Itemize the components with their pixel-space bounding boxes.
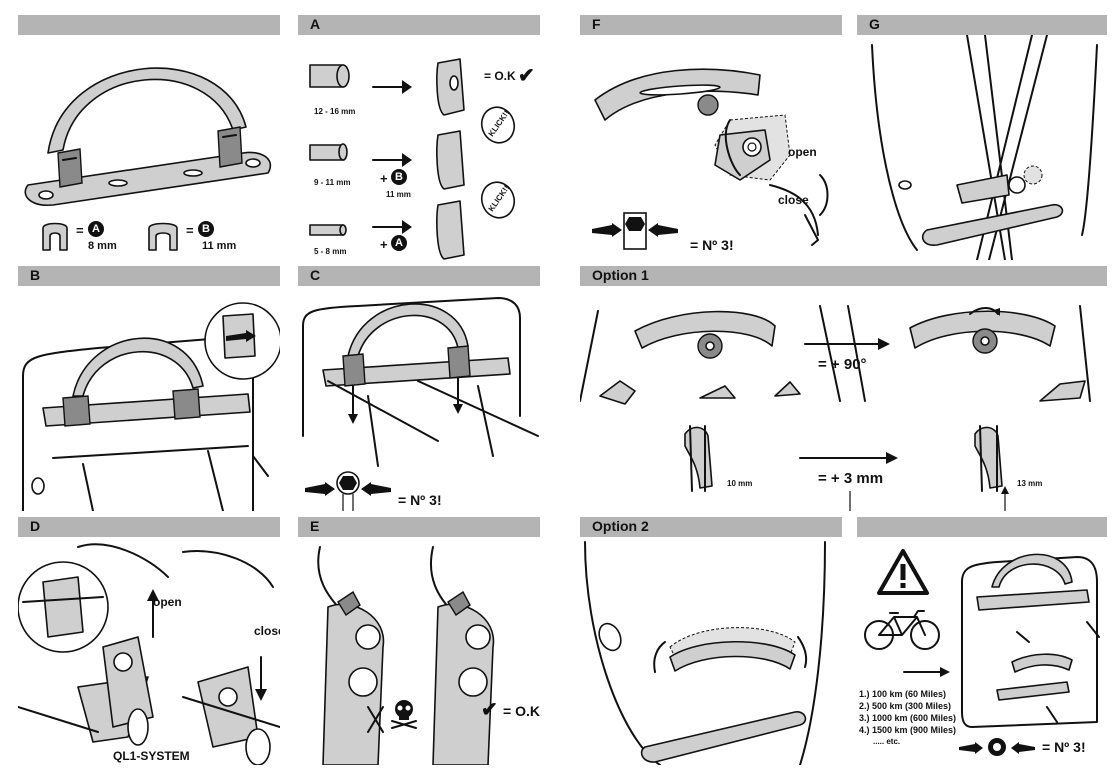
warning-triangle-icon	[877, 549, 929, 595]
schedule-item: 4.) 1500 km (900 Miles)	[859, 725, 957, 735]
badge-b: B	[391, 169, 407, 185]
panel-maintenance: 1.) 100 km (60 Miles) 2.) 500 km (300 Mi…	[857, 517, 1107, 765]
panel-d: D open close QL1-SYSTEM	[18, 517, 280, 765]
skull-icon	[391, 700, 417, 729]
panel-g: G	[857, 15, 1107, 260]
schedule-item: 2.) 500 km (300 Miles)	[859, 701, 952, 711]
rail-diameter-illustration	[309, 58, 516, 260]
panel-a: A 12 - 16 mm 9 - 11 mm 5 - 8 mm = O.K ✔ …	[298, 15, 540, 260]
hook-check-illustration	[317, 546, 495, 765]
badge-a: A	[88, 221, 104, 237]
panel-option-1: Option 1 = + 90° = + 3 mm 10 mm 13 mm	[580, 266, 1107, 511]
rotate-rail-illustration	[584, 541, 826, 765]
panel-header: A	[298, 15, 540, 35]
panel-header: D	[18, 517, 280, 537]
checkmark-icon: ✔	[518, 65, 535, 87]
panel-f: F open close = Nº 3!	[580, 15, 842, 260]
panel-header: Option 1	[580, 266, 1107, 286]
hex-nut-icon	[305, 471, 391, 511]
panel-header	[18, 15, 280, 35]
panel-option-2: Option 2	[580, 517, 842, 765]
rotate-hook-illustration	[580, 305, 1091, 511]
badge-a: A	[391, 235, 407, 251]
arrow-icon	[903, 667, 950, 677]
hook-adjust-illustration	[594, 68, 829, 246]
schedule-list: 1.) 100 km (60 Miles) 2.) 500 km (300 Mi…	[859, 689, 956, 746]
badge-b: B	[198, 221, 214, 237]
quick-lock-illustration	[18, 543, 280, 765]
bicycle-icon	[864, 610, 940, 650]
clip-b-icon	[148, 222, 178, 251]
bag-attach-illustration	[302, 297, 539, 467]
checkmark-icon: ✔	[481, 699, 498, 721]
bag-side-illustration	[871, 35, 1098, 260]
bag-back-illustration	[961, 553, 1100, 728]
schedule-item: ..... etc.	[873, 737, 901, 746]
clip-a-icon	[42, 222, 68, 251]
bag-mount-illustration	[22, 302, 280, 511]
panel-header: C	[298, 266, 540, 286]
panel-header: Option 2	[580, 517, 842, 537]
panel-header: F	[580, 15, 842, 35]
panel-header: B	[18, 266, 280, 286]
panel-c: C = Nº 3!	[298, 266, 540, 511]
hex-nut-icon	[592, 212, 678, 250]
hex-nut-icon	[959, 738, 1035, 756]
panel-header	[857, 517, 1107, 537]
panel-b: B	[18, 266, 280, 511]
panel-e: E ✔ = O.K.	[298, 517, 540, 765]
panel-handle-overview: = A 8 mm = B 11 mm	[18, 15, 280, 260]
schedule-item: 3.) 1000 km (600 Miles)	[859, 713, 957, 723]
schedule-item: 1.) 100 km (60 Miles)	[859, 689, 947, 699]
panel-header: G	[857, 15, 1107, 35]
handle-rail-illustration	[24, 67, 272, 206]
panel-header: E	[298, 517, 540, 537]
